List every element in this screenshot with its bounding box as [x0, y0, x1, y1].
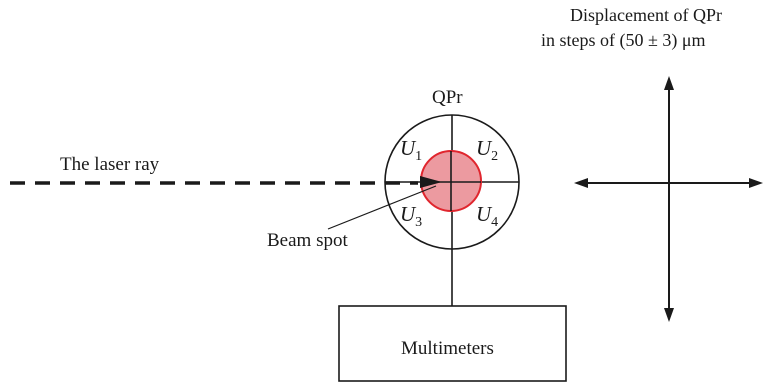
displacement-title-line1: Displacement of QPr	[570, 5, 722, 25]
displacement-title-line2: in steps of (50 ± 3) μm	[541, 30, 706, 50]
quadrant-label-u1: U1	[400, 136, 423, 165]
quadrant-label-u4: U4	[476, 202, 499, 231]
displacement-arrow-down	[664, 308, 674, 322]
displacement-arrow-up	[664, 76, 674, 90]
beam-spot-leader	[327, 185, 437, 230]
displacement-arrow-left	[574, 178, 588, 188]
multimeter-box	[338, 305, 567, 382]
quadrant-label-u2: U2	[476, 136, 499, 165]
displacement-arrow-right	[749, 178, 763, 188]
quadrant-label-u3: U3	[400, 202, 423, 231]
qpr-label: QPr	[432, 87, 463, 108]
multimeter-label: Multimeters	[401, 338, 494, 359]
laser-ray-label: The laser ray	[60, 154, 160, 175]
beam-spot-label: Beam spot	[267, 230, 348, 251]
laser-arrowhead	[420, 176, 442, 188]
